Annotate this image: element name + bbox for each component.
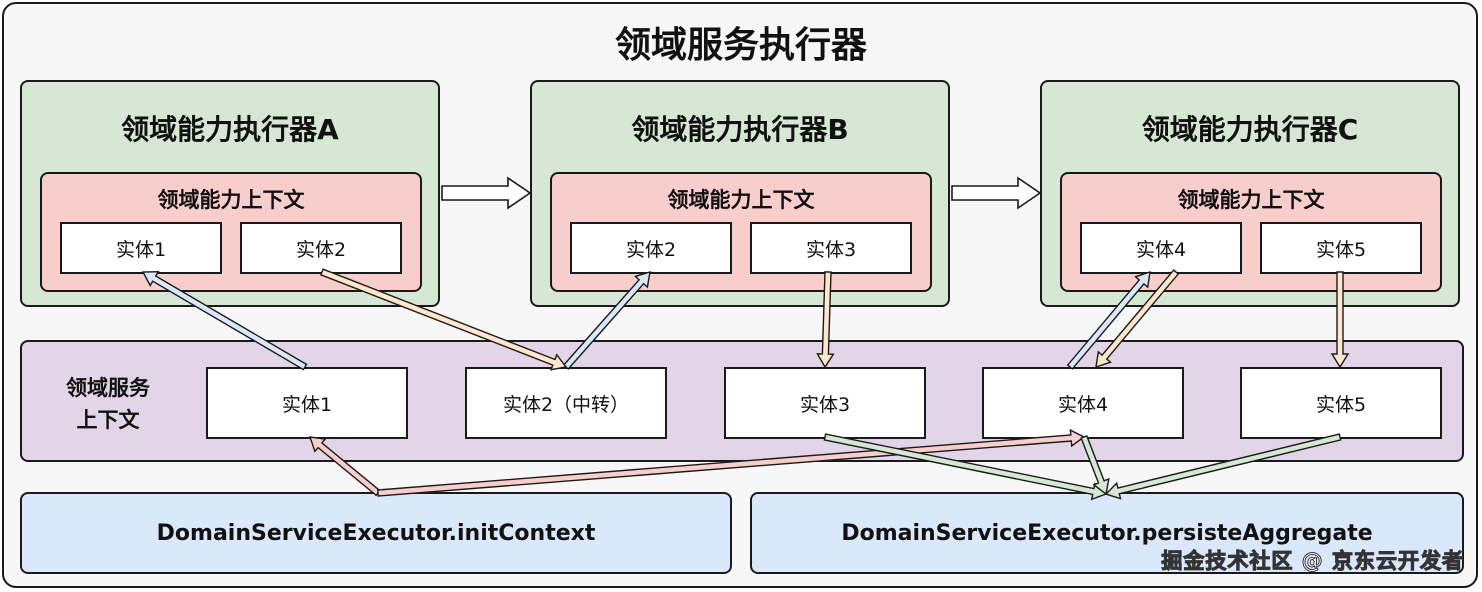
executor-b-entity-2: 实体3 — [750, 222, 912, 274]
executor-c-title: 领域能力执行器C — [1141, 113, 1359, 146]
executor-b-context: 领域能力上下文 实体2 实体3 — [550, 172, 932, 292]
watermark: 掘金技术社区 @ 京东云开发者 — [1161, 549, 1464, 574]
executor-a: 领域能力执行器A 领域能力上下文 实体1 实体2 — [20, 80, 440, 307]
executor-b-title: 领域能力执行器B — [631, 113, 849, 146]
persist-aggregate-box: DomainServiceExecutor.persisteAggregate — [750, 492, 1464, 574]
service-context-title-line1: 领域服务 — [66, 376, 150, 400]
executor-c-context-title: 领域能力上下文 — [1177, 188, 1325, 212]
executor-a-title: 领域能力执行器A — [121, 113, 339, 146]
executor-a-context-title: 领域能力上下文 — [157, 188, 305, 212]
service-entity-5: 实体5 — [1240, 367, 1442, 439]
service-entity-2: 实体2（中转） — [465, 367, 667, 439]
service-entity-1: 实体1 — [206, 367, 408, 439]
executor-c-context: 领域能力上下文 实体4 实体5 — [1060, 172, 1442, 292]
service-context: 领域服务 上下文 实体1 实体2（中转） 实体3 实体4 实体5 — [20, 340, 1464, 462]
diagram-title: 领域服务执行器 — [614, 25, 867, 66]
executor-b: 领域能力执行器B 领域能力上下文 实体2 实体3 — [530, 80, 950, 307]
executor-a-entity-1: 实体1 — [60, 222, 222, 274]
service-entity-4: 实体4 — [982, 367, 1184, 439]
executor-c-entity-2: 实体5 — [1260, 222, 1422, 274]
init-context-box: DomainServiceExecutor.initContext — [20, 492, 732, 574]
service-entity-3: 实体3 — [724, 367, 926, 439]
service-context-title-line2: 上下文 — [76, 408, 140, 432]
executor-b-context-title: 领域能力上下文 — [667, 188, 815, 212]
executor-c-entity-1: 实体4 — [1080, 222, 1242, 274]
service-context-title: 领域服务 上下文 — [48, 372, 168, 436]
executor-a-entity-2: 实体2 — [240, 222, 402, 274]
executor-b-entity-1: 实体2 — [570, 222, 732, 274]
executor-c: 领域能力执行器C 领域能力上下文 实体4 实体5 — [1040, 80, 1460, 307]
executor-a-context: 领域能力上下文 实体1 实体2 — [40, 172, 422, 292]
